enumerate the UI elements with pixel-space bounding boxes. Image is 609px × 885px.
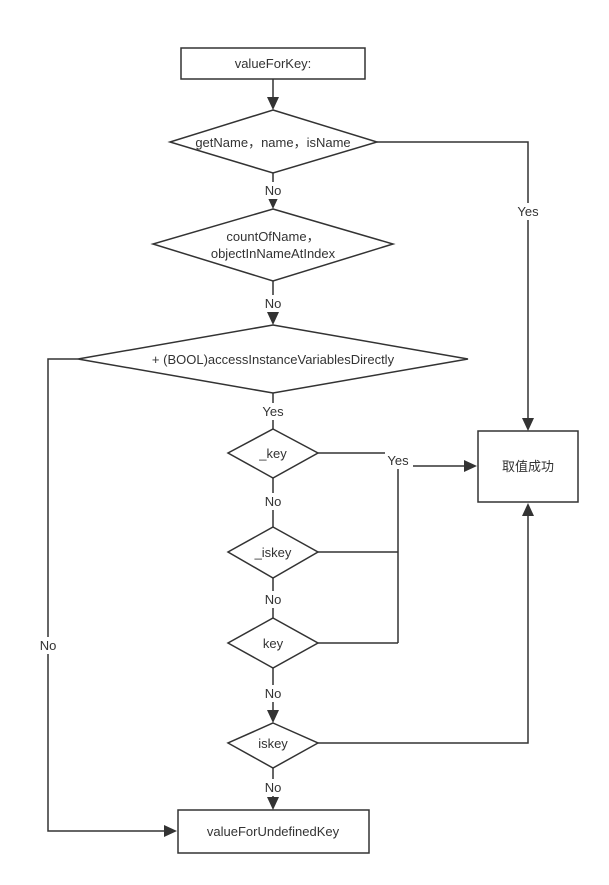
arrowhead [164,825,177,837]
arrowhead [267,97,279,110]
edge-label-access-no: No [40,638,57,653]
getter-decision [167,109,380,174]
edge-ivars-success [318,452,466,644]
count-decision-label-line2: objectInNameAtIndex [211,246,336,261]
arrowhead [267,312,279,325]
arrowhead [267,196,279,209]
access-decision-label: + (BOOL)accessInstanceVariablesDirectly [152,352,395,367]
edge-label-count-no: No [265,296,282,311]
ivar-key-underscore-label: _key [258,446,287,461]
edge-iskey-success [318,514,529,744]
undefined-node [177,809,370,854]
undefined-node-label: valueForUndefinedKey [207,824,340,839]
ivar-iskey-decision [226,722,320,769]
edge-label-access-yes: Yes [262,404,284,419]
arrowhead [267,710,279,723]
arrowhead [522,418,534,431]
edge-getter-success [377,141,529,420]
edge-label-plain-iskey-no: No [265,780,282,795]
start-node [180,47,366,80]
edge-label-iskey-underscore-no: No [265,592,282,607]
ivar-iskey-label: iskey [258,736,288,751]
ivar-key-underscore-decision [226,428,320,479]
count-decision [150,208,396,282]
ivar-key-label: key [263,636,284,651]
ivar-iskey-underscore-decision [226,526,320,579]
start-node-label: valueForKey: [235,56,312,71]
edge-label-getter-yes: Yes [517,204,539,219]
success-node [477,430,579,503]
arrowhead [522,503,534,516]
edge-label-plain-key-no: No [265,686,282,701]
count-decision-label-line1: countOfName， [226,229,319,244]
edge-label-getter-no: No [265,183,282,198]
edge-label-key-no: No [265,494,282,509]
getter-decision-label: getName，name，isName [195,135,350,150]
edge-label-ivars-yes: Yes [387,453,409,468]
arrowhead [267,797,279,810]
ivar-key-decision [226,617,320,669]
edge-access-undefined [47,358,166,832]
arrowhead [464,460,477,472]
access-decision [77,324,469,394]
success-node-label: 取值成功 [502,459,554,474]
ivar-iskey-underscore-label: _iskey [254,545,292,560]
